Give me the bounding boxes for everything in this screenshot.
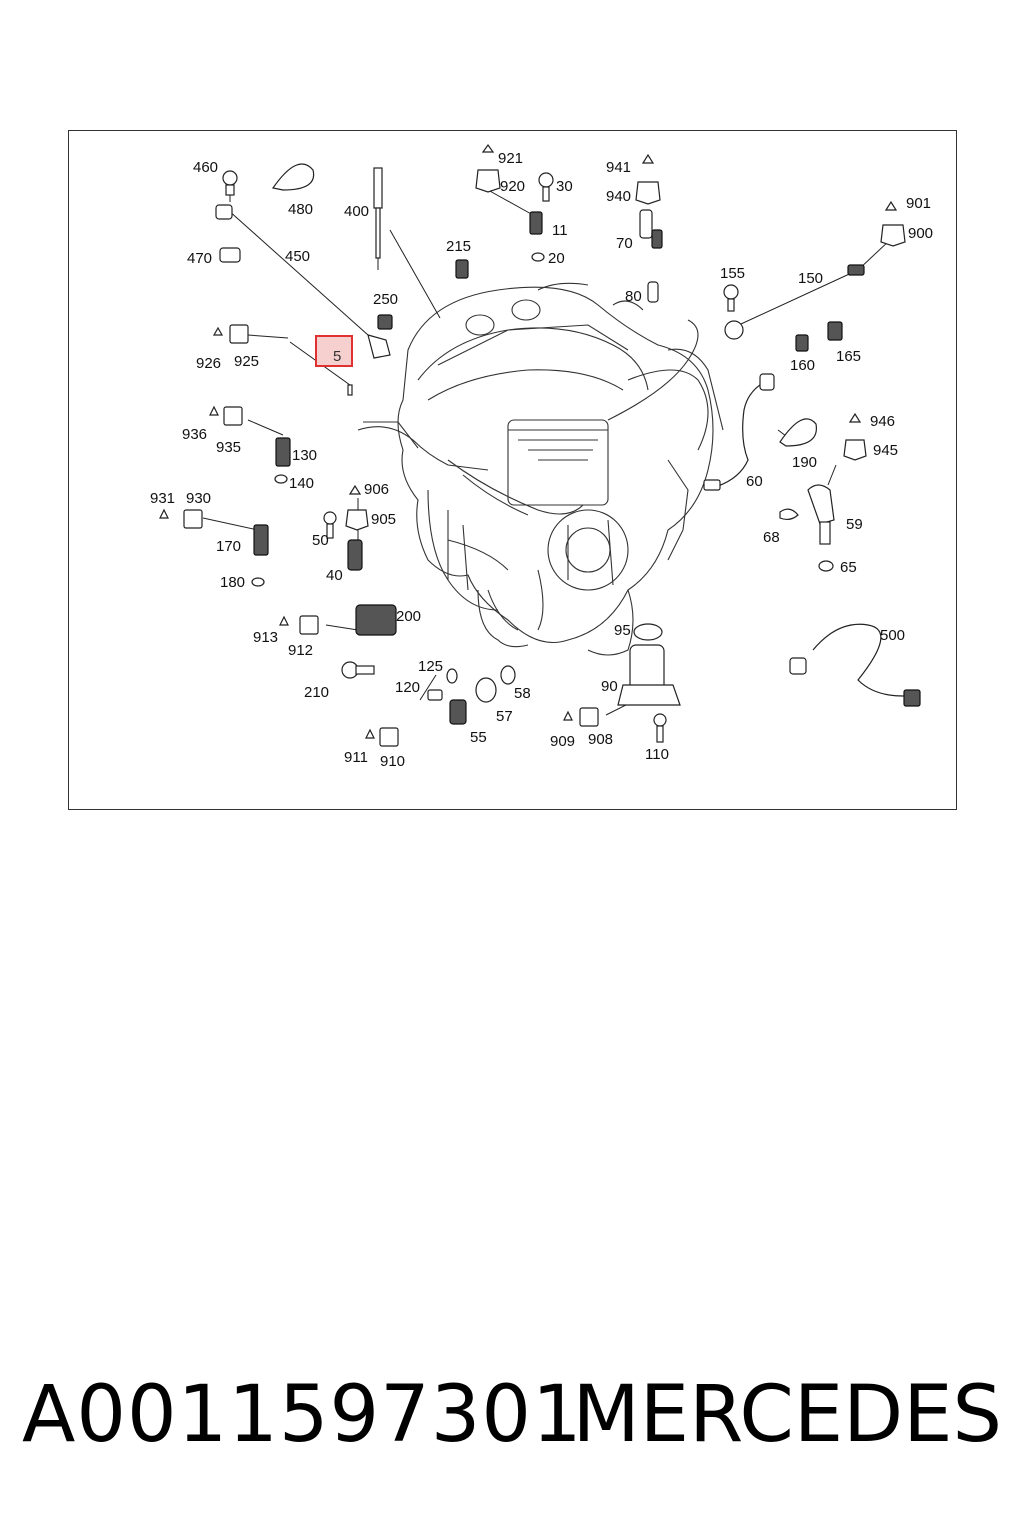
callout-926: 926	[196, 355, 221, 372]
part-number: A0011597301	[22, 1370, 583, 1460]
callout-30: 30	[556, 178, 573, 195]
callout-130: 130	[292, 447, 317, 464]
callout-58: 58	[514, 685, 531, 702]
callout-125: 125	[418, 658, 443, 675]
callout-140: 140	[289, 475, 314, 492]
callout-110: 110	[645, 746, 669, 763]
callout-400: 400	[344, 203, 369, 220]
callout-946: 946	[870, 413, 895, 430]
callout-150: 150	[798, 270, 823, 287]
callout-210: 210	[304, 684, 329, 701]
callout-65: 65	[840, 559, 857, 576]
component-glyphs	[159, 143, 921, 747]
callout-50: 50	[312, 532, 329, 549]
callout-labels: 460 480 400 921 920 30 941 940 901 900 4…	[150, 150, 933, 770]
callout-5: 5	[333, 348, 341, 365]
callout-900: 900	[908, 225, 933, 242]
callout-480: 480	[288, 201, 313, 218]
callout-500: 500	[880, 627, 905, 644]
callout-40: 40	[326, 567, 343, 584]
callout-60: 60	[746, 473, 763, 490]
callout-11: 11	[552, 222, 568, 239]
callout-20: 20	[548, 250, 565, 267]
callout-57: 57	[496, 708, 513, 725]
callout-930: 930	[186, 490, 211, 507]
parts-diagram: 460 480 400 921 920 30 941 940 901 900 4…	[150, 143, 933, 770]
callout-120: 120	[395, 679, 420, 696]
callout-912: 912	[288, 642, 313, 659]
callout-59: 59	[846, 516, 863, 533]
callout-935: 935	[216, 439, 241, 456]
callout-941: 941	[606, 159, 631, 176]
callout-215: 215	[446, 238, 471, 255]
callout-80: 80	[625, 288, 642, 305]
callout-921: 921	[498, 150, 523, 167]
callout-940: 940	[606, 188, 631, 205]
callout-155: 155	[720, 265, 745, 282]
highlight-box-5[interactable]	[315, 335, 353, 367]
callout-909: 909	[550, 733, 575, 750]
diagram-frame	[68, 130, 957, 810]
callout-55: 55	[470, 729, 487, 746]
callout-906: 906	[364, 481, 389, 498]
callout-931: 931	[150, 490, 175, 507]
engine-illustration	[357, 282, 724, 656]
callout-68: 68	[763, 529, 780, 546]
brand-name: MERCEDES	[572, 1370, 1003, 1460]
callout-70: 70	[616, 235, 633, 252]
callout-911: 911	[344, 749, 368, 766]
callout-90: 90	[601, 678, 618, 695]
callout-913: 913	[253, 629, 278, 646]
callout-905: 905	[371, 511, 396, 528]
callout-470: 470	[187, 250, 212, 267]
callout-925: 925	[234, 353, 259, 370]
callout-250: 250	[373, 291, 398, 308]
callout-200: 200	[396, 608, 421, 625]
callout-920: 920	[500, 178, 525, 195]
callout-460: 460	[193, 159, 218, 176]
callout-901: 901	[906, 195, 931, 212]
callout-170: 170	[216, 538, 241, 555]
callout-936: 936	[182, 426, 207, 443]
callout-95: 95	[614, 622, 631, 639]
callout-190: 190	[792, 454, 817, 471]
leader-lines	[202, 185, 891, 716]
callout-910: 910	[380, 753, 405, 770]
callout-180: 180	[220, 574, 245, 591]
callout-165: 165	[836, 348, 861, 365]
callout-450: 450	[285, 248, 310, 265]
callout-908: 908	[588, 731, 613, 748]
callout-160: 160	[790, 357, 815, 374]
callout-945: 945	[873, 442, 898, 459]
